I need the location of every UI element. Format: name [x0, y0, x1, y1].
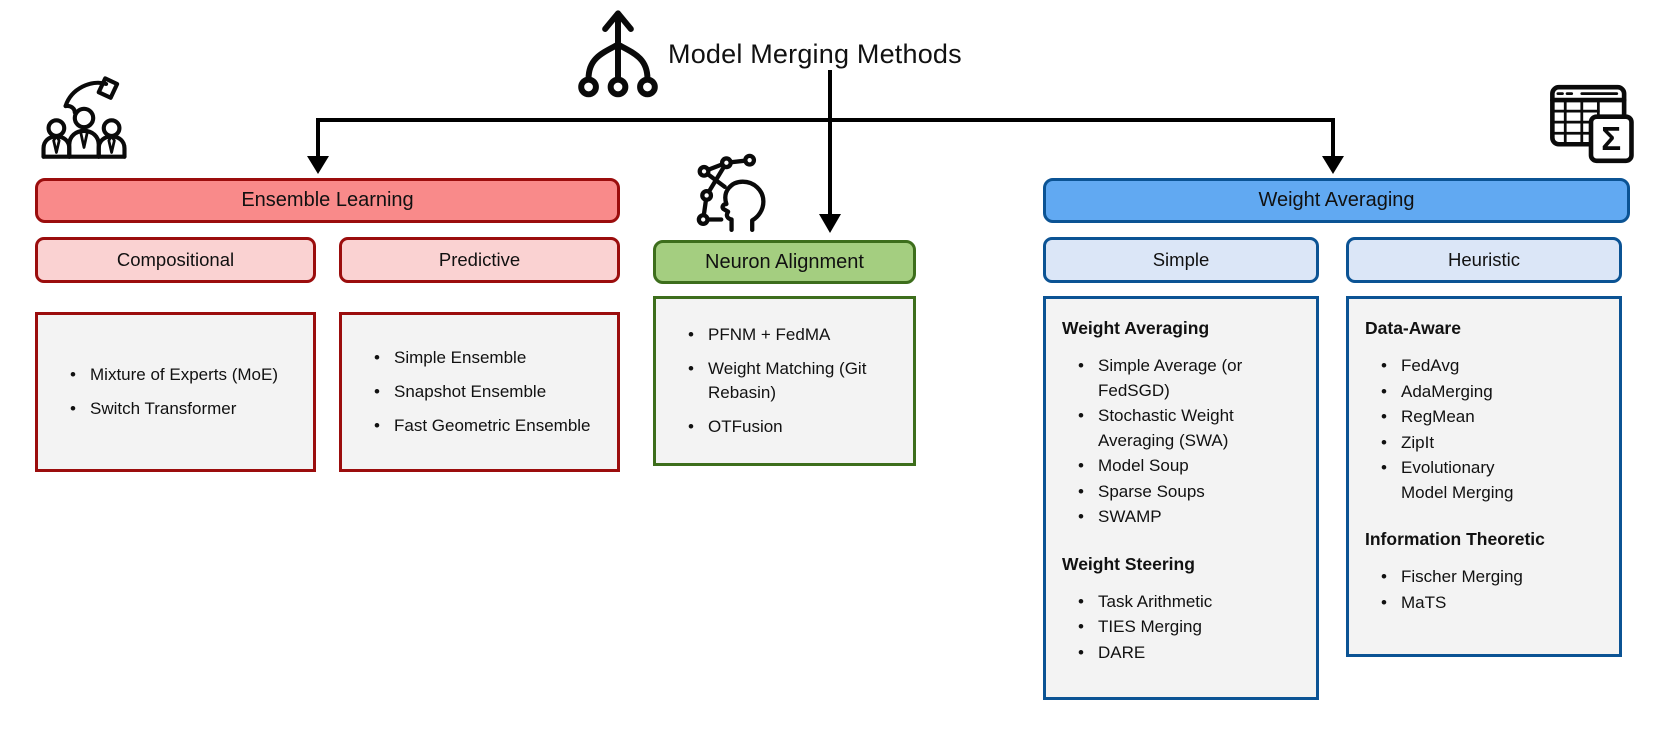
method-section: Weight Averaging Simple Average (or FedS… — [1062, 313, 1310, 531]
panel-predictive: Simple Ensemble Snapshot Ensemble Fast G… — [339, 312, 620, 472]
list-item: Sparse Soups — [1076, 480, 1310, 505]
panel-simple: Weight Averaging Simple Average (or FedS… — [1043, 296, 1319, 700]
method-list: Fischer Merging MaTS — [1365, 565, 1613, 615]
branch-header-weight-averaging: Weight Averaging — [1043, 178, 1630, 223]
list-item: Simple Ensemble — [372, 346, 609, 370]
panel-compositional: Mixture of Experts (MoE) Switch Transfor… — [35, 312, 316, 472]
branch-header-ensemble-learning: Ensemble Learning — [35, 178, 620, 223]
list-item: PFNM + FedMA — [686, 323, 905, 347]
list-item: Snapshot Ensemble — [372, 380, 609, 404]
list-item: TIES Merging — [1076, 615, 1310, 640]
method-list: Simple Average (or FedSGD) Stochastic We… — [1062, 354, 1310, 530]
list-item: MaTS — [1379, 591, 1613, 616]
list-item: RegMean — [1379, 405, 1613, 430]
list-item: Fast Geometric Ensemble — [372, 414, 609, 438]
list-item: FedAvg — [1379, 354, 1613, 379]
list-item: SWAMP — [1076, 505, 1310, 530]
section-heading: Weight Averaging — [1062, 318, 1210, 338]
list-item: ZipIt — [1379, 431, 1613, 456]
list-item: AdaMerging — [1379, 380, 1613, 405]
list-item: Model Soup — [1076, 454, 1310, 479]
team-selection-icon — [38, 72, 130, 164]
list-item: Weight Matching (Git Rebasin) — [686, 357, 905, 405]
method-section: Data-Aware FedAvg AdaMerging RegMean Zip… — [1365, 313, 1613, 506]
list-item: OTFusion — [686, 415, 905, 439]
panel-heuristic: Data-Aware FedAvg AdaMerging RegMean Zip… — [1346, 296, 1622, 657]
list-item: Stochastic Weight Averaging (SWA) — [1076, 404, 1310, 453]
section-heading: Information Theoretic — [1365, 529, 1545, 549]
subgroup-header-predictive: Predictive — [339, 237, 620, 283]
merge-branches-icon — [572, 6, 664, 98]
subgroup-label: Heuristic — [1448, 249, 1520, 270]
list-item: DARE — [1076, 641, 1310, 666]
spreadsheet-sigma-icon: Σ — [1544, 78, 1638, 170]
subgroup-header-heuristic: Heuristic — [1346, 237, 1622, 283]
subgroup-header-compositional: Compositional — [35, 237, 316, 283]
method-list: PFNM + FedMA Weight Matching (Git Rebasi… — [656, 314, 913, 449]
branch-label: Weight Averaging — [1258, 189, 1415, 211]
subgroup-header-simple: Simple — [1043, 237, 1319, 283]
diagram-title: Model Merging Methods — [668, 39, 962, 69]
branch-label: Neuron Alignment — [705, 250, 864, 273]
section-heading: Weight Steering — [1062, 553, 1195, 574]
list-item: Fischer Merging — [1379, 565, 1613, 590]
method-list: FedAvg AdaMerging RegMean ZipIt Evolutio… — [1365, 354, 1613, 505]
list-item: Evolutionary Model Merging — [1379, 456, 1529, 505]
method-section: Information Theoretic Fischer Merging Ma… — [1365, 510, 1613, 616]
method-list: Simple Ensemble Snapshot Ensemble Fast G… — [342, 337, 617, 448]
list-item: Mixture of Experts (MoE) — [68, 363, 305, 387]
branch-label: Ensemble Learning — [241, 189, 414, 211]
section-heading: Data-Aware — [1365, 318, 1461, 338]
panel-neuron-alignment: PFNM + FedMA Weight Matching (Git Rebasi… — [653, 296, 916, 466]
method-list: Task Arithmetic TIES Merging DARE — [1062, 590, 1310, 666]
list-item: Switch Transformer — [68, 397, 305, 421]
subgroup-label: Compositional — [116, 249, 235, 270]
list-item: Task Arithmetic — [1076, 590, 1310, 615]
list-item: Simple Average (or FedSGD) — [1076, 354, 1310, 403]
branch-header-neuron-alignment: Neuron Alignment — [653, 240, 916, 284]
sigma-glyph: Σ — [1601, 121, 1621, 158]
subgroup-label: Predictive — [438, 249, 521, 270]
subgroup-label: Simple — [1152, 249, 1210, 270]
method-section: Weight Steering Task Arithmetic TIES Mer… — [1062, 535, 1310, 667]
neural-network-head-icon — [692, 148, 778, 236]
method-list: Mixture of Experts (MoE) Switch Transfor… — [38, 354, 313, 431]
